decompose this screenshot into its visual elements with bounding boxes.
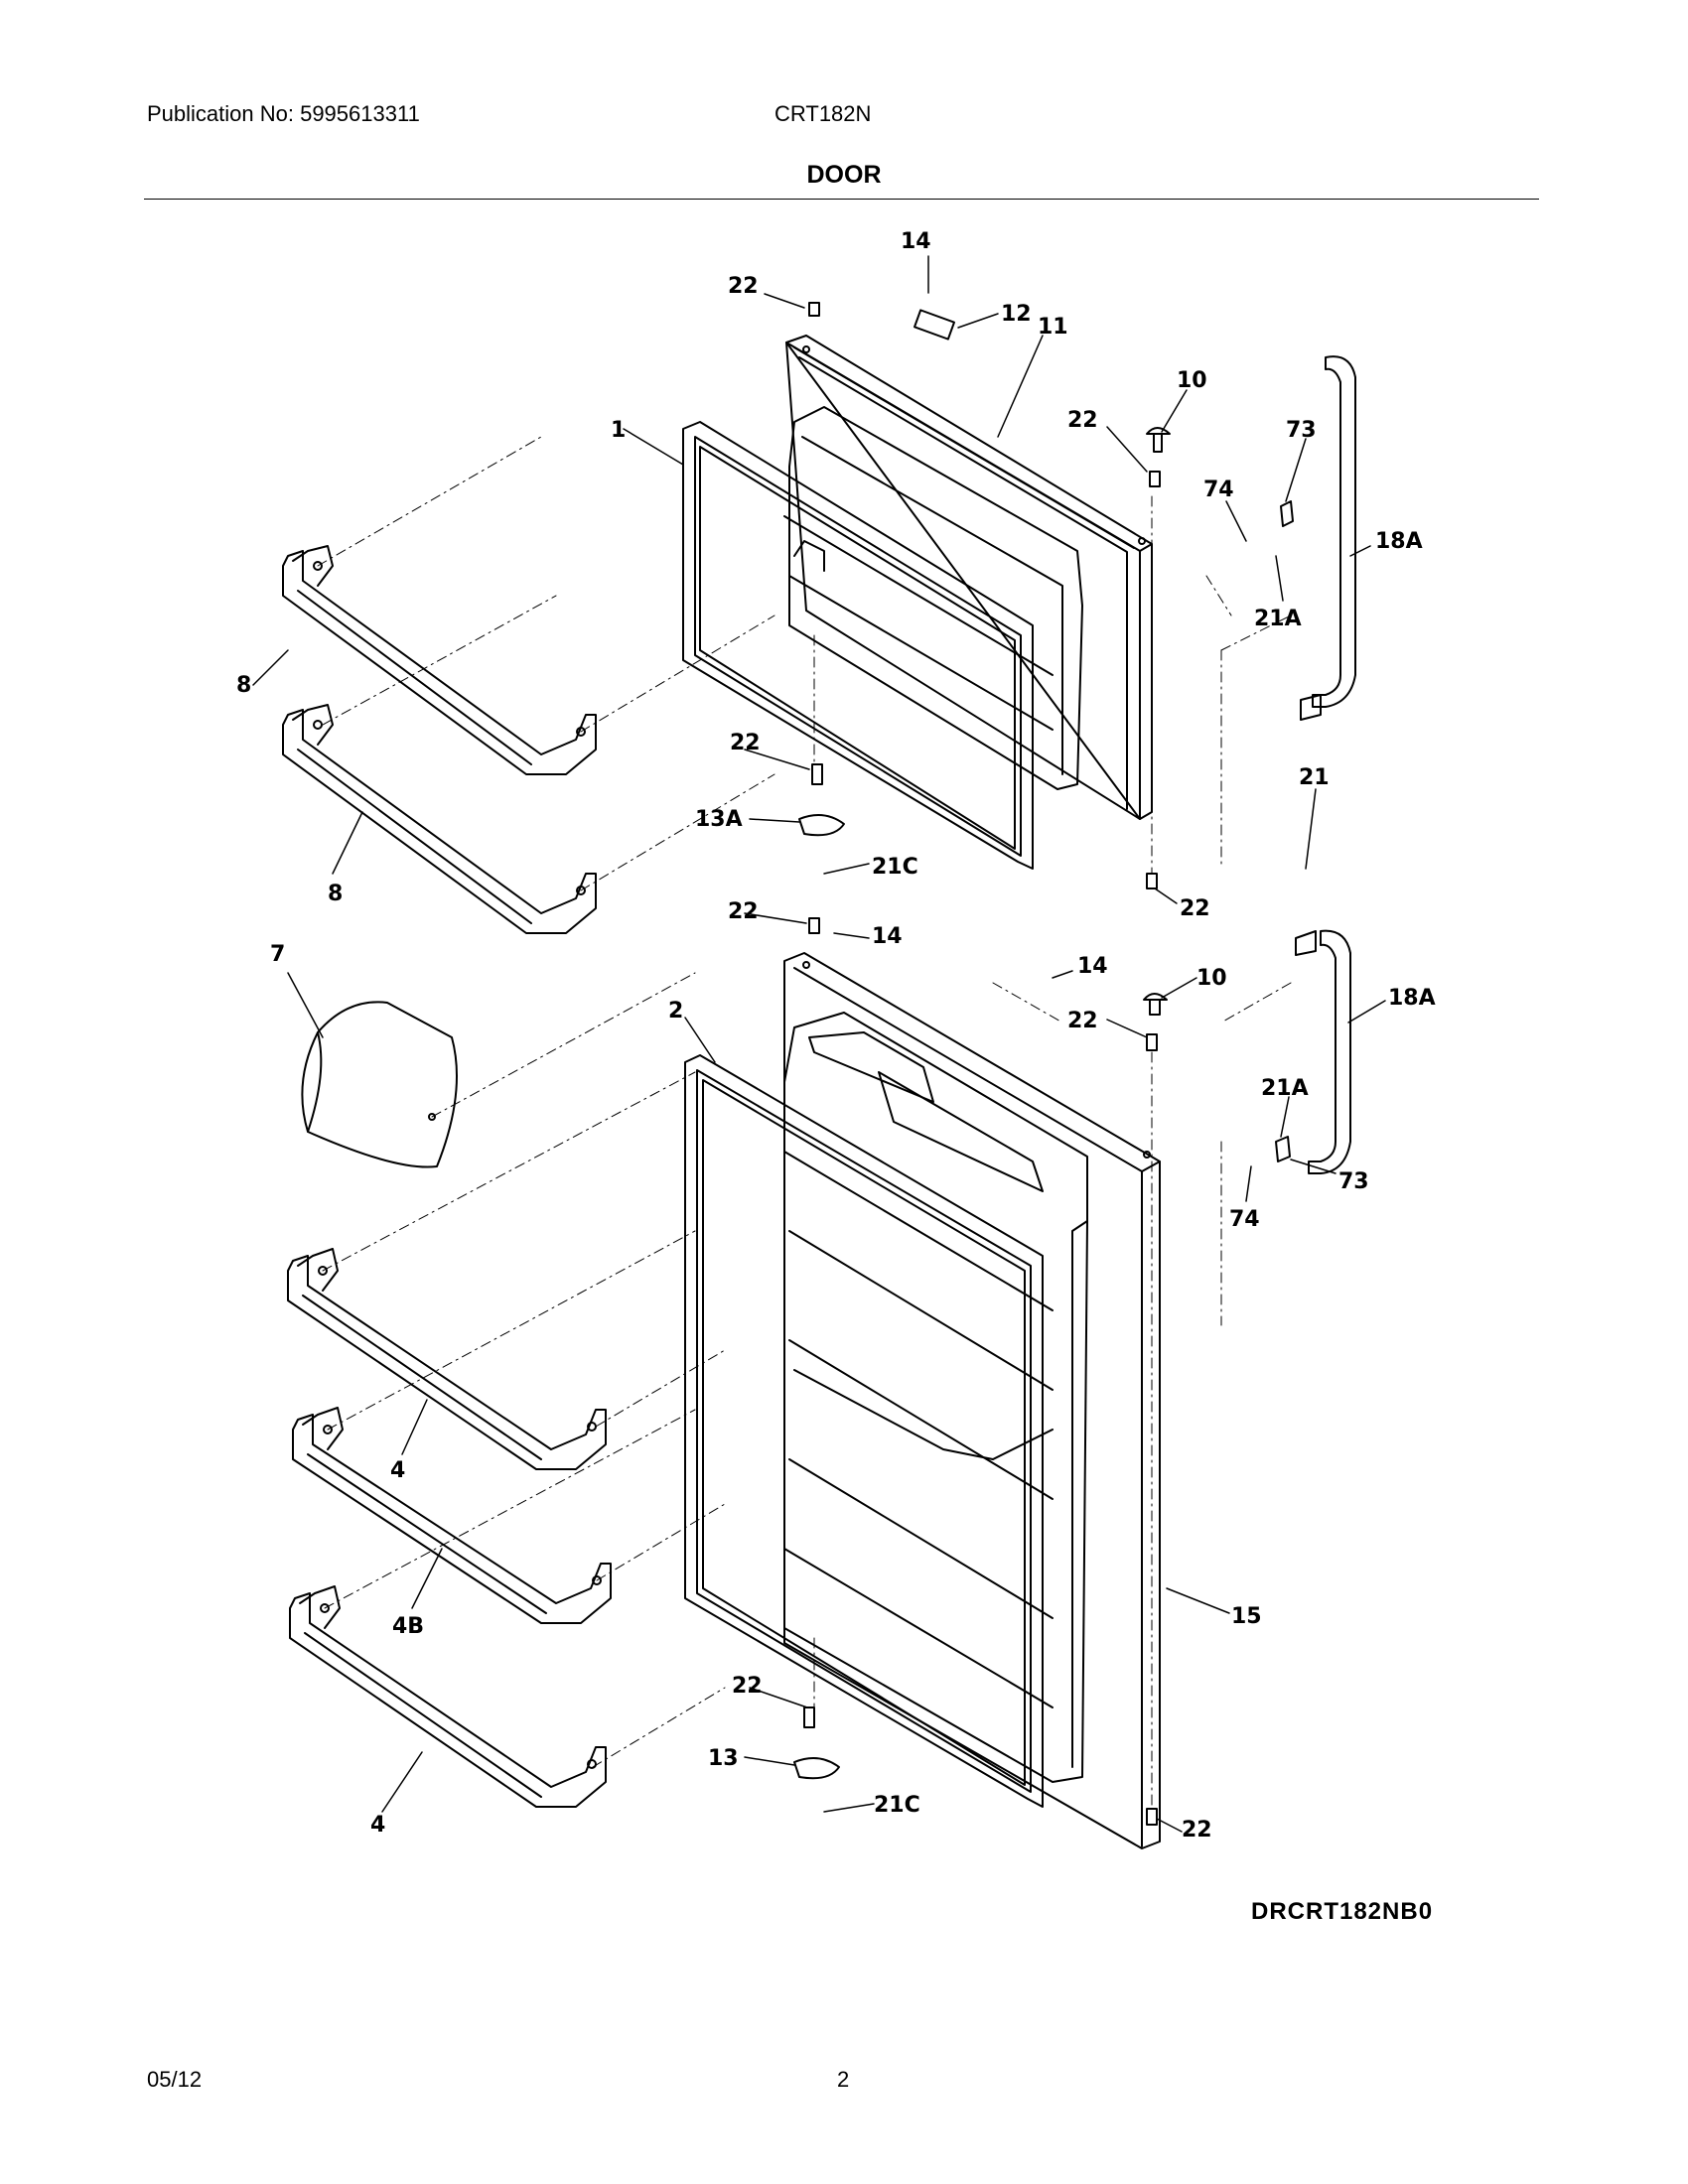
plug-10-bottom (1143, 993, 1168, 1016)
callout-13: 13 (708, 1746, 739, 1771)
fresh-food-handle (1295, 929, 1351, 1174)
callout-8: 8 (236, 673, 251, 698)
callout-4: 4 (370, 1813, 385, 1838)
leader-lines (252, 255, 1386, 1833)
callout-18a: 18A (1388, 986, 1436, 1011)
door-bin-4-upper (287, 1248, 607, 1470)
callout-14: 14 (1077, 954, 1108, 979)
freezer-handle (1300, 355, 1356, 721)
screw-22-bottom (803, 1706, 815, 1728)
callout-22: 22 (728, 274, 759, 299)
hinge-13a (798, 814, 845, 837)
screw-22-center (808, 917, 820, 934)
door-bin-4b (292, 1407, 612, 1624)
callout-8: 8 (328, 882, 343, 906)
callout-22: 22 (732, 1674, 763, 1699)
callout-22: 22 (1180, 896, 1210, 921)
clip-73-top (1280, 500, 1294, 527)
screw-22-center-top (811, 763, 823, 785)
model-number: CRT182N (774, 101, 872, 126)
callout-21a: 21A (1261, 1076, 1309, 1101)
callout-13a: 13A (695, 807, 743, 832)
section-title: DOOR (806, 161, 882, 189)
footer-date: 05/12 (147, 2067, 203, 2092)
clip-73-bottom (1275, 1136, 1291, 1162)
callout-18a: 18A (1375, 529, 1423, 554)
diagram-code: DRCRT182NB0 (1251, 1898, 1434, 1925)
publication-number: Publication No: 5995613311 (147, 101, 420, 126)
callout-10: 10 (1177, 368, 1207, 393)
callout-21c: 21C (872, 855, 918, 880)
freezer-door-gasket (682, 421, 1034, 870)
screw-22-hinge-bottom (1146, 1033, 1158, 1051)
callout-4b: 4B (392, 1614, 424, 1639)
fresh-food-door-outer-panel (783, 952, 1161, 1849)
callout-22: 22 (1067, 408, 1098, 433)
door-bin-8-lower (282, 704, 597, 934)
hinge-13 (793, 1757, 840, 1780)
callout-7: 7 (270, 942, 285, 967)
alignment-lines (317, 436, 1292, 1808)
callout-74: 74 (1203, 478, 1234, 502)
callout-74: 74 (1229, 1207, 1260, 1232)
door-bin-8-upper (282, 545, 597, 775)
dairy-compartment-7 (301, 1001, 458, 1168)
fresh-food-door-gasket (684, 1054, 1044, 1808)
callout-73: 73 (1338, 1169, 1369, 1194)
freezer-door-liner (783, 406, 1083, 790)
callout-14: 14 (872, 924, 903, 949)
callout-22: 22 (728, 899, 759, 924)
fresh-food-door-liner (783, 1012, 1088, 1783)
callout-22: 22 (1067, 1009, 1098, 1033)
callout-11: 11 (1038, 315, 1068, 340)
callout-2: 2 (668, 999, 683, 1024)
callout-14: 14 (901, 229, 931, 254)
callout-1: 1 (611, 418, 626, 443)
callout-12: 12 (1001, 302, 1032, 327)
bushing-22-top-bottom (1146, 873, 1158, 889)
plug-10-top (1146, 427, 1171, 453)
hardware-parts (793, 302, 1294, 1826)
callout-10: 10 (1196, 966, 1227, 991)
callout-73: 73 (1286, 418, 1317, 443)
screw-22-top (808, 302, 820, 317)
callout-21c: 21C (874, 1793, 920, 1818)
bushing-22-bottom (1146, 1808, 1158, 1826)
header-rule (144, 199, 1539, 200)
screw-22-hinge-top (1149, 471, 1161, 487)
callout-22: 22 (730, 731, 761, 755)
callout-4: 4 (390, 1458, 405, 1483)
callout-21: 21 (1299, 765, 1330, 790)
callout-15: 15 (1231, 1604, 1262, 1629)
part-12-label-plate (914, 309, 955, 341)
door-bin-4-lower (289, 1585, 607, 1808)
page-number: 2 (837, 2067, 850, 2092)
callout-22: 22 (1182, 1818, 1212, 1843)
callout-21a: 21A (1254, 607, 1302, 631)
